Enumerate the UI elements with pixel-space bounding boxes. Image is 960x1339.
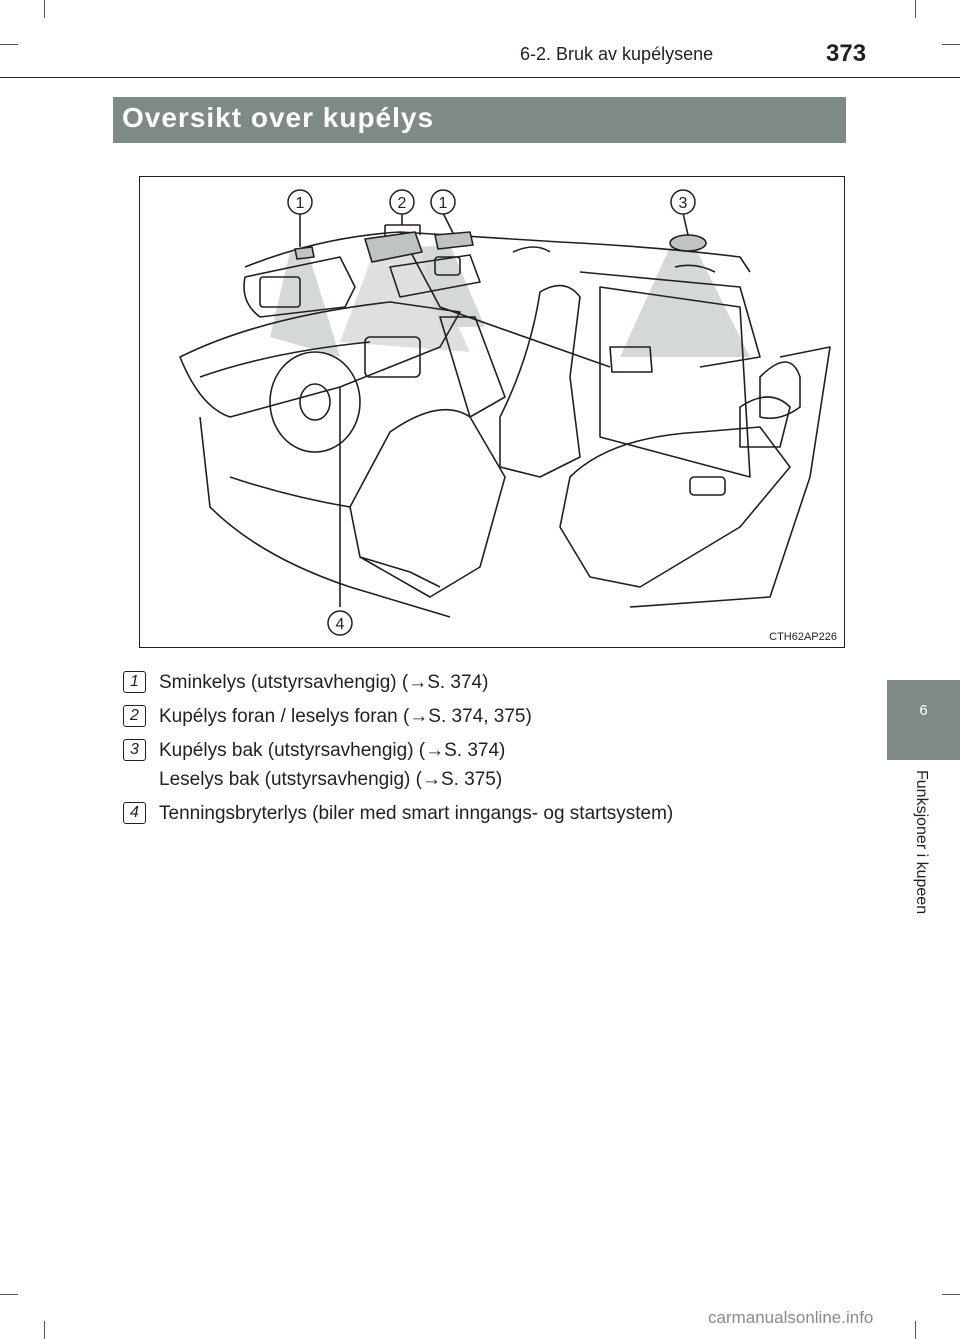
watermark: carmanualsonline.info: [708, 1308, 873, 1328]
page-title: Oversikt over kupélys: [113, 97, 846, 143]
crop-mark: [44, 0, 45, 18]
legend-number-badge: 4: [123, 802, 146, 824]
legend-text: Kupélys bak (utstyrsavhengig) (→S. 374): [159, 736, 863, 765]
crop-mark: [0, 1294, 18, 1295]
callout-number: 4: [336, 616, 345, 633]
figure-code: CTH62AP226: [769, 631, 837, 643]
chapter-caption: Funksjoner i kupeen: [900, 770, 930, 950]
chapter-number: 6: [887, 702, 960, 719]
chapter-tab: 6: [887, 680, 960, 760]
legend-text: Kupélys foran / leselys foran (→S. 374, …: [159, 702, 863, 731]
legend-number-badge: 3: [123, 739, 146, 761]
crop-mark: [0, 44, 18, 45]
callout-number: 3: [679, 195, 688, 212]
legend-list: 1 Sminkelys (utstyrsavhengig) (→S. 374) …: [123, 668, 863, 833]
crop-mark: [44, 1321, 45, 1339]
legend-item: 4 Tenningsbryterlys (biler med smart inn…: [123, 799, 863, 828]
legend-item: 3 Kupélys bak (utstyrsavhengig) (→S. 374…: [123, 736, 863, 794]
legend-item: 1 Sminkelys (utstyrsavhengig) (→S. 374): [123, 668, 863, 697]
car-interior-illustration: 1 2 1 3 4 CTH62AP226: [139, 176, 845, 648]
callout-number: 2: [398, 195, 407, 212]
legend-number-badge: 1: [123, 671, 146, 693]
crop-mark: [942, 1294, 960, 1295]
callout-number: 1: [296, 195, 305, 212]
legend-item: 2 Kupélys foran / leselys foran (→S. 374…: [123, 702, 863, 731]
legend-text: Tenningsbryterlys (biler med smart innga…: [159, 799, 863, 828]
callout-number: 1: [439, 195, 448, 212]
section-heading: 6-2. Bruk av kupélysene: [520, 44, 713, 65]
crop-mark: [915, 1321, 916, 1339]
car-interior-drawing: 1 2 1 3 4: [140, 177, 844, 647]
legend-number-badge: 2: [123, 705, 146, 727]
header-divider: [0, 77, 960, 78]
crop-mark: [942, 44, 960, 45]
crop-mark: [915, 0, 916, 18]
legend-text: Sminkelys (utstyrsavhengig) (→S. 374): [159, 668, 863, 697]
page-number: 373: [826, 40, 866, 68]
legend-text: Leselys bak (utstyrsavhengig) (→S. 375): [159, 765, 863, 794]
